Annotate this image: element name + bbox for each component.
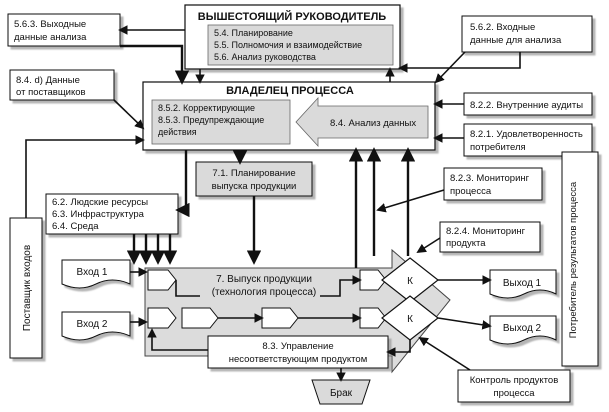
input-analysis-line-2: данные для анализа [470, 35, 562, 46]
process-monitoring-line-2: процесса [450, 186, 492, 197]
customer-satisfaction-box: 8.2.1. Удовлетворенность потребителя [463, 123, 593, 157]
supplier-data-line-2: от поставщиков [16, 87, 86, 98]
process-control-box: Контроль продуктов процесса [457, 369, 571, 403]
process-monitoring-line-1: 8.2.3. Мониторинг [450, 173, 530, 184]
resources-line-2: 6.3. Инфраструктура [52, 209, 145, 220]
input-1-shape: Вход 1 [61, 259, 131, 289]
input-2-label: Вход 2 [77, 319, 108, 330]
input-1-label: Вход 1 [77, 267, 108, 278]
process-owner-left-line-2: 8.5.3. Предупреждающие [158, 115, 264, 125]
output-analysis-box: 5.6.3. Выходные данные анализа [7, 13, 121, 47]
data-analysis-label: 8.4. Анализ данных [330, 118, 416, 129]
control-k1-label: К [407, 276, 413, 287]
connectors [25, 25, 521, 382]
process-steps [147, 269, 387, 329]
nonconforming-line-2: несоответствующим продуктом [229, 354, 367, 365]
production-line-1: 7. Выпуск продукции [216, 274, 312, 285]
top-manager-line-3: 5.6. Анализ руководства [214, 52, 316, 62]
product-monitoring-line-1: 8.2.4. Мониторинг [446, 226, 526, 237]
output-1-shape: Выход 1 [489, 269, 557, 299]
process-owner-left-line-1: 8.5.2. Корректирующие [158, 103, 255, 113]
resources-line-1: 6.2. Людские ресурсы [52, 197, 148, 208]
top-manager-box: ВЫШЕСТОЯЩИЙ РУКОВОДИТЕЛЬ 5.4. Планирован… [184, 4, 401, 70]
supplier-data-line-1: 8.4. d) Данные [16, 75, 80, 86]
product-monitoring-line-2: продукта [446, 238, 486, 249]
top-manager-title: ВЫШЕСТОЯЩИЙ РУКОВОДИТЕЛЬ [198, 10, 387, 23]
internal-audits-label: 8.2.2. Внутренние аудиты [470, 100, 583, 111]
supplier-inputs-box: Поставщик входов [9, 217, 43, 359]
planning-line-2: выпуска продукции [212, 181, 297, 192]
resources-box: 6.2. Людские ресурсы 6.3. Инфраструктура… [45, 193, 179, 235]
supplier-inputs-label: Поставщик входов [22, 245, 33, 331]
output-1-label: Выход 1 [503, 278, 542, 289]
consumer-results-label: Потребитель результатов процесса [568, 181, 579, 338]
internal-audits-box: 8.2.2. Внутренние аудиты [463, 92, 593, 116]
product-monitoring-box: 8.2.4. Мониторинг продукта [439, 221, 541, 253]
defect-label: Брак [330, 388, 353, 399]
output-analysis-line-1: 5.6.3. Выходные [14, 19, 86, 30]
production-line-2: (технология процесса) [212, 287, 317, 298]
output-analysis-line-2: данные анализа [14, 32, 87, 43]
process-owner-left-line-3: действия [158, 127, 197, 137]
customer-satisfaction-line-1: 8.2.1. Удовлетворенность [470, 129, 583, 140]
control-k2-label: К [407, 314, 413, 325]
nonconforming-line-1: 8.3. Управление [262, 341, 333, 352]
defect-shape: Брак [311, 379, 371, 405]
nonconforming-box: 8.3. Управление несоответствующим продук… [207, 335, 389, 369]
top-manager-line-2: 5.5. Полномочия и взаимодействие [214, 40, 362, 50]
supplier-data-box: 8.4. d) Данные от поставщиков [9, 69, 115, 101]
input-2-shape: Вход 2 [61, 311, 131, 341]
process-control-line-1: Контроль продуктов [470, 375, 559, 386]
input-analysis-box: 5.6.2. Входные данные для анализа [461, 15, 593, 53]
output-2-label: Выход 2 [503, 323, 542, 334]
process-owner-title: ВЛАДЕЛЕЦ ПРОЦЕССА [226, 85, 354, 97]
consumer-results-box: Потребитель результатов процесса [561, 151, 599, 367]
process-monitoring-box: 8.2.3. Мониторинг процесса [443, 167, 543, 201]
planning-line-1: 7.1. Планирование [212, 168, 295, 179]
customer-satisfaction-line-2: потребителя [470, 142, 526, 153]
process-control-line-2: процесса [493, 388, 535, 399]
output-2-shape: Выход 2 [489, 315, 557, 345]
planning-box: 7.1. Планирование выпуска продукции [195, 161, 313, 197]
process-owner-box: ВЛАДЕЛЕЦ ПРОЦЕССА 8.5.2. Корректирующие … [142, 81, 436, 151]
input-analysis-line-1: 5.6.2. Входные [470, 22, 535, 33]
top-manager-line-1: 5.4. Планирование [214, 28, 293, 38]
resources-line-3: 6.4. Среда [52, 221, 99, 232]
